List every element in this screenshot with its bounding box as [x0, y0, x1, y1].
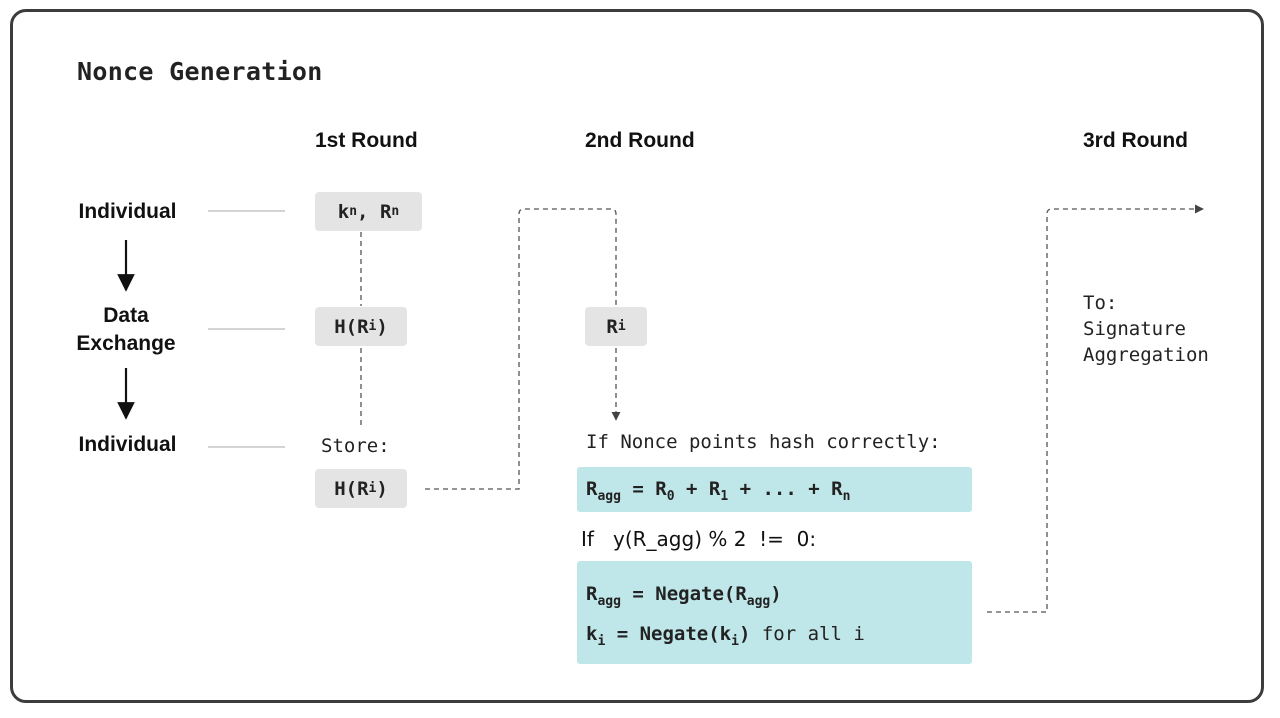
hash-open: H(R	[334, 315, 369, 338]
dashed-connector-store-to-r2	[425, 208, 617, 490]
stored-hash-close: )	[376, 477, 388, 500]
negate-k-suffix: for all i	[750, 623, 865, 645]
negate-k-func: = Negate(	[605, 623, 720, 645]
stored-hash-open: H(R	[334, 477, 369, 500]
negate-r-arg: R	[735, 583, 747, 605]
row-label-data-exchange-line1: Data	[103, 304, 149, 327]
agg-plus: +	[674, 478, 709, 500]
agg-ellipsis: + ... +	[728, 478, 832, 500]
round-3-line2: Signature	[1083, 318, 1186, 340]
store-label: Store:	[321, 435, 390, 457]
agg-lhs-subscript: agg	[597, 489, 621, 504]
round-3-header: 3rd Round	[1083, 129, 1188, 152]
negate-k-close: )	[738, 623, 751, 645]
agg-rn-subscript: n	[842, 489, 851, 504]
negate-box: Ragg = Negate(Ragg) ki = Negate(ki) for …	[577, 561, 972, 664]
agg-r1-subscript: 1	[720, 489, 729, 504]
row-label-individual-top: Individual	[78, 200, 177, 223]
hash-close: )	[376, 315, 388, 338]
diagram-title: Nonce Generation	[77, 57, 323, 86]
comma: ,	[357, 200, 380, 223]
row-label-data-exchange-line2: Exchange	[76, 332, 176, 355]
negate-r-lhs-subscript: agg	[597, 594, 621, 609]
negate-k-lhs: k	[586, 623, 598, 645]
negate-r-arg-subscript: agg	[746, 594, 771, 609]
agg-r0-subscript: 0	[666, 489, 675, 504]
aggregation-box: Ragg = R0 + R1 + ... + Rn	[577, 467, 972, 512]
agg-lhs: R	[586, 478, 598, 500]
round-3-target: To: Signature Aggregation	[1083, 290, 1209, 368]
right-arrow-icon	[987, 204, 1204, 613]
agg-equals: =	[620, 478, 656, 500]
row-label-individual-bottom: Individual	[78, 433, 177, 456]
negate-r-close: )	[770, 583, 782, 605]
round-3-line1: To:	[1083, 292, 1118, 314]
negate-k-arg-subscript: i	[731, 634, 739, 649]
hash-check-text: If Nonce points hash correctly:	[586, 431, 941, 453]
ri-symbol: R	[606, 315, 618, 338]
negate-k-arg: k	[719, 623, 732, 645]
kn-symbol: k	[337, 200, 350, 223]
round-2-header: 2nd Round	[585, 129, 695, 152]
agg-r1: R	[708, 478, 721, 500]
round-1-header: 1st Round	[315, 129, 418, 152]
rn-symbol: R	[379, 200, 392, 223]
parity-condition-text: If y(R_agg) % 2 != 0:	[581, 527, 817, 551]
negate-r-func: = Negate(	[620, 583, 736, 605]
round-3-line3: Aggregation	[1083, 344, 1209, 366]
negate-r-line: Ragg = Negate(Ragg)	[586, 574, 972, 614]
negate-k-line: ki = Negate(ki) for all i	[586, 614, 972, 654]
agg-rn: R	[831, 478, 843, 500]
row-label-data-exchange: Data Exchange	[66, 302, 186, 358]
agg-r0: R	[655, 478, 667, 500]
negate-r-lhs: R	[586, 583, 598, 605]
negate-k-lhs-subscript: i	[597, 634, 606, 649]
